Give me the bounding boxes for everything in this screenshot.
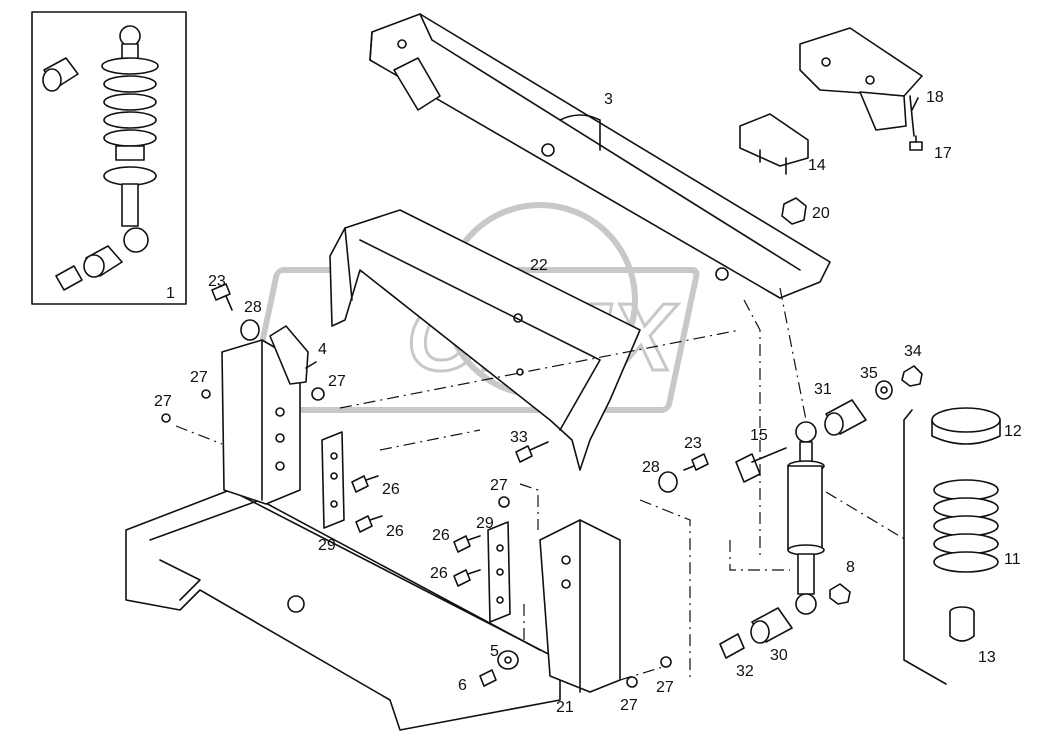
callout-4: 4 (318, 341, 327, 358)
callout-23-left: 23 (208, 273, 226, 290)
shim-plate-right (487, 521, 511, 623)
callout-30: 30 (770, 647, 788, 664)
nut-27-low-b (660, 656, 672, 668)
callout-18: 18 (926, 89, 944, 106)
callout-21: 21 (556, 699, 574, 716)
callout-27-d: 27 (490, 477, 508, 494)
nut-8 (829, 583, 851, 605)
shim-plate-left (321, 431, 345, 529)
nut-27-mid (498, 496, 510, 508)
bushing-30 (750, 607, 793, 644)
nut-34 (901, 365, 923, 387)
callout-11: 11 (1004, 551, 1021, 568)
callout-3: 3 (604, 91, 613, 108)
bushing-31 (824, 399, 867, 436)
assembly-lines (175, 287, 907, 681)
callout-27-b: 27 (154, 393, 172, 410)
callout-13: 13 (978, 649, 996, 666)
nut-27-left-a (201, 389, 211, 399)
callout-34: 34 (904, 343, 922, 360)
bolt-26-a (351, 475, 379, 493)
leader-lines (305, 97, 919, 369)
rubber-bushing-top (42, 57, 79, 92)
bolt-17 (909, 135, 923, 151)
callout-26-c: 26 (432, 527, 450, 544)
bolt-26-c (453, 535, 481, 553)
rubber-bushing-bottom (55, 245, 123, 291)
nut-27-upper (311, 387, 325, 401)
u-frame (329, 209, 641, 471)
callout-12: 12 (1004, 423, 1022, 440)
callout-28-right: 28 (642, 459, 660, 476)
coil-spring (933, 479, 999, 573)
bolt-26-d (453, 569, 481, 587)
callout-27-a: 27 (190, 369, 208, 386)
callout-27-e: 27 (620, 697, 638, 714)
callout-31: 31 (814, 381, 832, 398)
spacer-28-right (658, 471, 678, 493)
nut-20 (781, 197, 807, 225)
callout-26-a: 26 (382, 481, 400, 498)
hinge-bracket (799, 27, 923, 137)
callout-35: 35 (860, 365, 878, 382)
callout-8: 8 (846, 559, 855, 576)
callout-26-b: 26 (386, 523, 404, 540)
callout-labels: 1 3 4 5 6 8 11 12 13 14 15 17 18 20 21 2… (154, 89, 1022, 716)
spring-bumper (949, 606, 975, 642)
callout-27-c: 27 (328, 373, 346, 390)
inset-frame (31, 11, 187, 305)
callout-23-right: 23 (684, 435, 702, 452)
bolt-26-b (355, 515, 383, 533)
callout-20: 20 (812, 205, 830, 222)
shock-absorber (101, 25, 159, 253)
nut-27-low-a (626, 676, 638, 688)
bolt-33 (515, 441, 549, 463)
callout-17: 17 (934, 145, 952, 162)
coil-spring-set (903, 407, 1001, 685)
callout-5: 5 (490, 643, 499, 660)
callout-32: 32 (736, 663, 754, 680)
spacer-28-left (240, 319, 260, 341)
callout-15: 15 (750, 427, 768, 444)
nut-27-left-b (161, 413, 171, 423)
callout-33: 33 (510, 429, 528, 446)
rubber-mount (739, 113, 809, 175)
cross-beam (369, 13, 831, 299)
washer-35 (875, 380, 893, 400)
bolt-23-right (683, 453, 709, 471)
callout-29-right: 29 (476, 515, 494, 532)
callout-14: 14 (808, 157, 826, 174)
shock-absorber-right (787, 421, 825, 615)
bolt-15 (735, 447, 787, 483)
callout-22: 22 (530, 257, 548, 274)
washer-5 (497, 650, 519, 670)
spring-pad-top (931, 407, 1001, 433)
inset-shock-absorber-assembly (31, 11, 187, 305)
callout-6: 6 (458, 677, 467, 694)
bolt-23-left (211, 283, 233, 311)
bolt-6 (479, 669, 497, 687)
callout-28-left: 28 (244, 299, 262, 316)
callout-29-left: 29 (318, 537, 336, 554)
callout-26-d: 26 (430, 565, 448, 582)
callout-1: 1 (166, 285, 175, 302)
sleeve-32 (719, 633, 745, 659)
left-bracket (221, 325, 309, 505)
right-bracket (539, 519, 621, 693)
callout-27-f: 27 (656, 679, 674, 696)
